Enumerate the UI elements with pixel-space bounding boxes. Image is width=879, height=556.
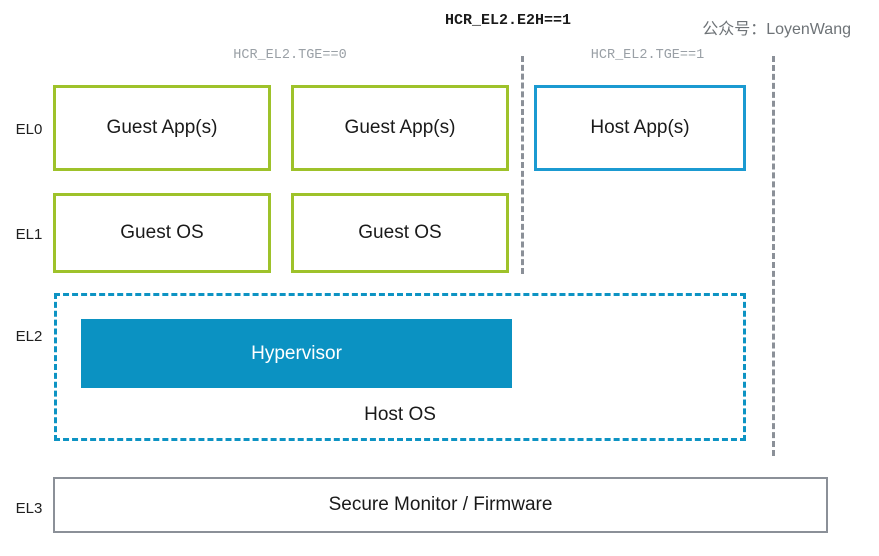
condition-label-tge-0: HCR_EL2.TGE==0 <box>233 48 347 63</box>
condition-label-tge-1: HCR_EL2.TGE==1 <box>590 48 705 63</box>
block-guest-app-2[interactable]: Guest App(s) <box>291 85 509 171</box>
block-guest-os-1-label: Guest OS <box>120 222 204 243</box>
block-guest-os-1[interactable]: Guest OS <box>53 193 271 273</box>
exception-level-label-el3: EL3 <box>15 500 43 517</box>
exception-level-label-el0: EL0 <box>15 121 43 138</box>
block-hypervisor-label: Hypervisor <box>251 342 342 364</box>
block-secure-monitor-label: Secure Monitor / Firmware <box>328 494 553 515</box>
block-host-app-label: Host App(s) <box>590 117 690 138</box>
block-guest-os-2-label: Guest OS <box>358 222 442 243</box>
separator-right-edge <box>772 56 775 456</box>
block-guest-app-1[interactable]: Guest App(s) <box>53 85 271 171</box>
block-secure-monitor[interactable]: Secure Monitor / Firmware <box>53 477 828 533</box>
block-host-os-label: Host OS <box>364 404 436 425</box>
block-hypervisor[interactable]: Hypervisor <box>81 319 512 388</box>
block-guest-os-2[interactable]: Guest OS <box>291 193 509 273</box>
block-el2-container[interactable]: Hypervisor Host OS <box>54 293 746 441</box>
diagram-title: HCR_EL2.E2H==1 <box>444 12 572 29</box>
block-guest-app-1-label: Guest App(s) <box>106 117 218 138</box>
exception-level-label-el2: EL2 <box>15 328 43 345</box>
watermark-label: 公众号：LoyenWang <box>702 21 851 38</box>
block-host-app[interactable]: Host App(s) <box>534 85 746 171</box>
separator-guest-host <box>521 56 524 274</box>
exception-level-label-el1: EL1 <box>15 226 43 243</box>
block-guest-app-2-label: Guest App(s) <box>344 117 456 138</box>
